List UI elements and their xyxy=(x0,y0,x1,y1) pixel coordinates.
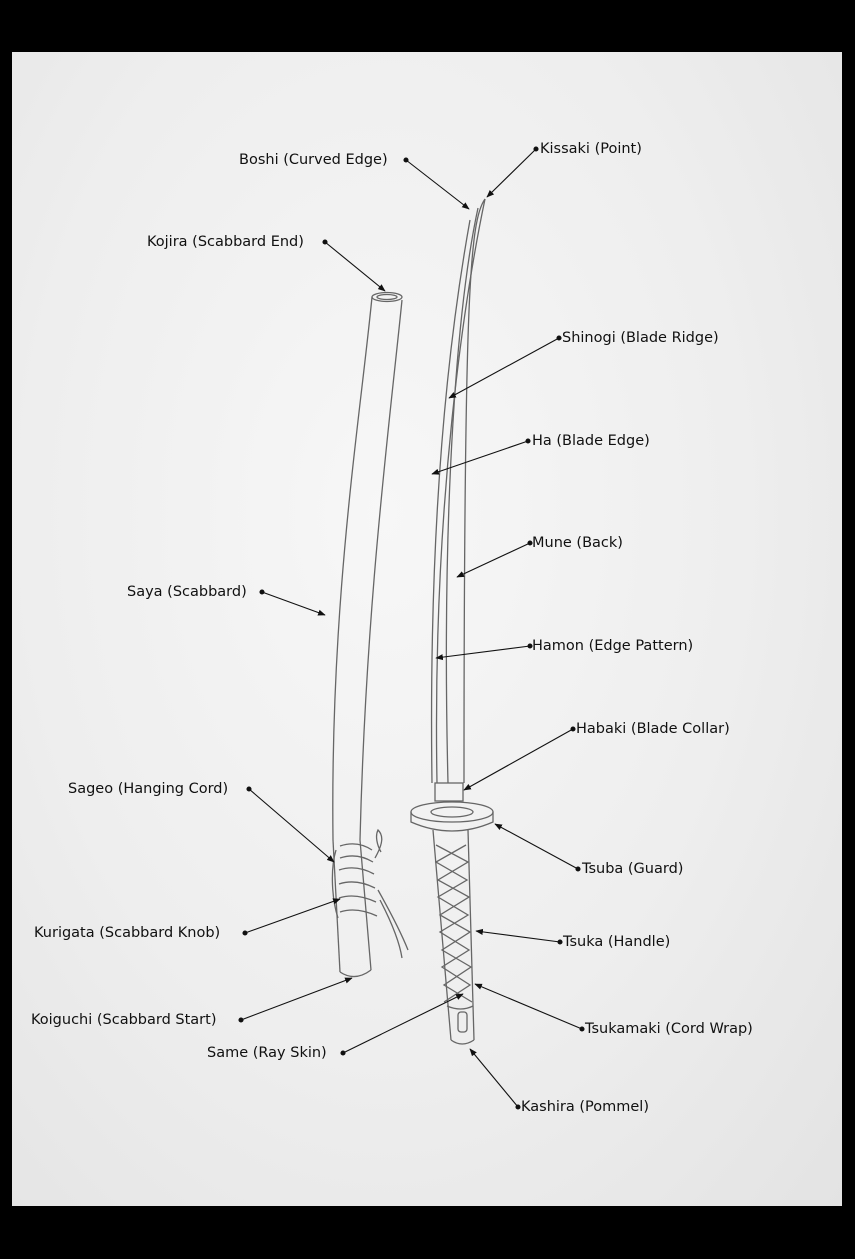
label-shinogi: Shinogi (Blade Ridge) xyxy=(562,330,719,346)
label-kojira: Kojira (Scabbard End) xyxy=(147,234,304,250)
label-tsuka: Tsuka (Handle) xyxy=(563,934,671,950)
leader-lines xyxy=(238,146,585,1110)
label-koiguchi: Koiguchi (Scabbard Start) xyxy=(31,1012,217,1028)
label-habaki: Habaki (Blade Collar) xyxy=(576,721,730,737)
label-sageo: Sageo (Hanging Cord) xyxy=(68,781,229,797)
handle-drawing xyxy=(432,829,475,1045)
label-hamon: Hamon (Edge Pattern) xyxy=(532,638,694,654)
label-kurigata: Kurigata (Scabbard Knob) xyxy=(34,925,221,941)
blade-drawing xyxy=(430,198,486,784)
label-kashira: Kashira (Pommel) xyxy=(521,1099,649,1115)
saya-drawing xyxy=(331,291,409,978)
label-boshi: Boshi (Curved Edge) xyxy=(239,152,388,168)
label-ha: Ha (Blade Edge) xyxy=(532,433,650,449)
label-tsuba: Tsuba (Guard) xyxy=(582,861,684,877)
guard-drawing xyxy=(410,782,494,832)
label-mune: Mune (Back) xyxy=(532,535,623,551)
label-kissaki: Kissaki (Point) xyxy=(540,141,642,157)
label-tsukamaki: Tsukamaki (Cord Wrap) xyxy=(585,1021,753,1037)
label-saya: Saya (Scabbard) xyxy=(127,584,247,600)
paper-sheet xyxy=(12,52,842,1206)
label-same: Same (Ray Skin) xyxy=(207,1045,327,1061)
